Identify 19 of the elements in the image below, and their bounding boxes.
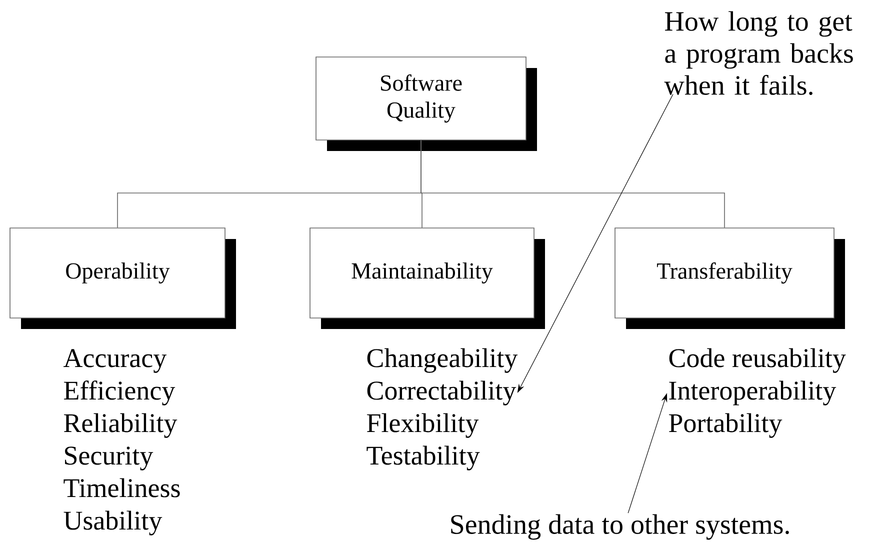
category-box: Transferability <box>614 228 845 329</box>
attribute-text: Reliability <box>64 413 178 438</box>
note-text: Sending data to other systems. <box>451 514 789 540</box>
attribute-text: Interoperability <box>669 380 836 406</box>
category-box: Operability <box>10 228 236 329</box>
attribute-text: Efficiency <box>64 380 176 406</box>
attribute-text: Accuracy <box>63 349 167 373</box>
attribute-text: Changeability <box>367 348 518 373</box>
attribute-text: Security <box>65 446 154 470</box>
attribute-text: Portability <box>669 413 782 438</box>
attribute-text: Correctability <box>367 380 516 406</box>
attribute-text: Timeliness <box>64 478 180 498</box>
attribute-text: Usability <box>64 510 162 536</box>
attribute-text: Testability <box>366 446 480 470</box>
attribute-text: Flexibility <box>367 413 479 438</box>
category-box: Maintainability <box>310 228 545 329</box>
attribute-text: Code reusability <box>669 348 846 373</box>
note-text: How long to get a program backs when it fails. <box>664 11 853 96</box>
category-box: Software Quality <box>316 56 537 151</box>
